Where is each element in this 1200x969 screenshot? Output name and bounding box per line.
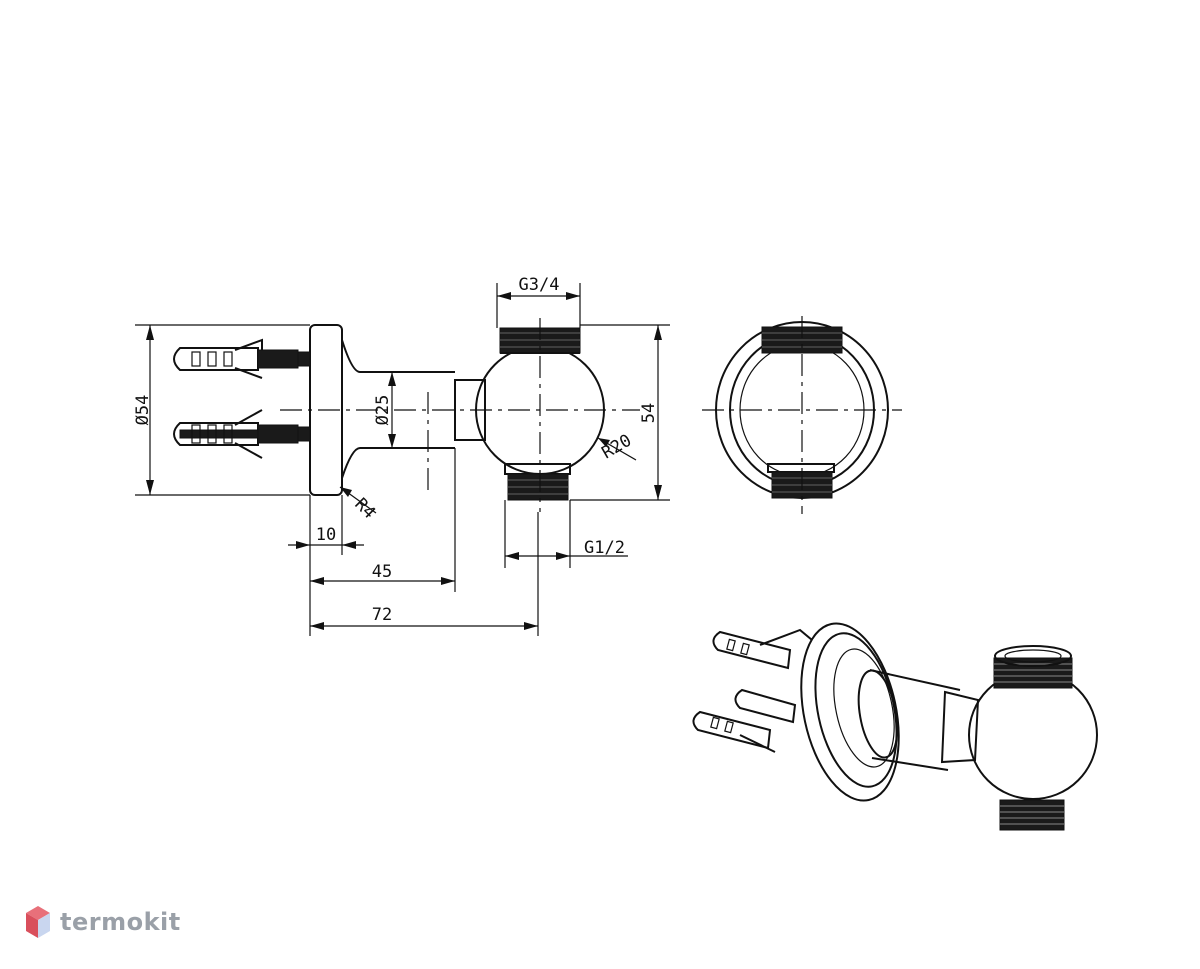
dim-outer-diameter: Ø54 [133, 395, 153, 426]
dim-length-total: 72 [372, 605, 392, 625]
dim-thread-bottom: G1/2 [584, 538, 625, 558]
isometric-view [692, 622, 1098, 831]
dim-thread-top: G3/4 [519, 275, 560, 295]
front-view [702, 316, 902, 514]
dim-radius-ball: R20 [599, 431, 636, 464]
dim-length-mid: 45 [372, 562, 392, 582]
dim-radius-flange: R4 [350, 494, 379, 523]
side-view: Ø54 Ø25 54 G3/4 G1/2 R20 R4 [133, 275, 670, 636]
brand-watermark: termokit [24, 904, 181, 940]
logo-icon [26, 906, 50, 938]
dim-neck-diameter: Ø25 [373, 395, 393, 426]
dim-height: 54 [639, 403, 659, 423]
dim-flange-thickness: 10 [316, 525, 336, 545]
brand-name: termokit [60, 908, 181, 936]
